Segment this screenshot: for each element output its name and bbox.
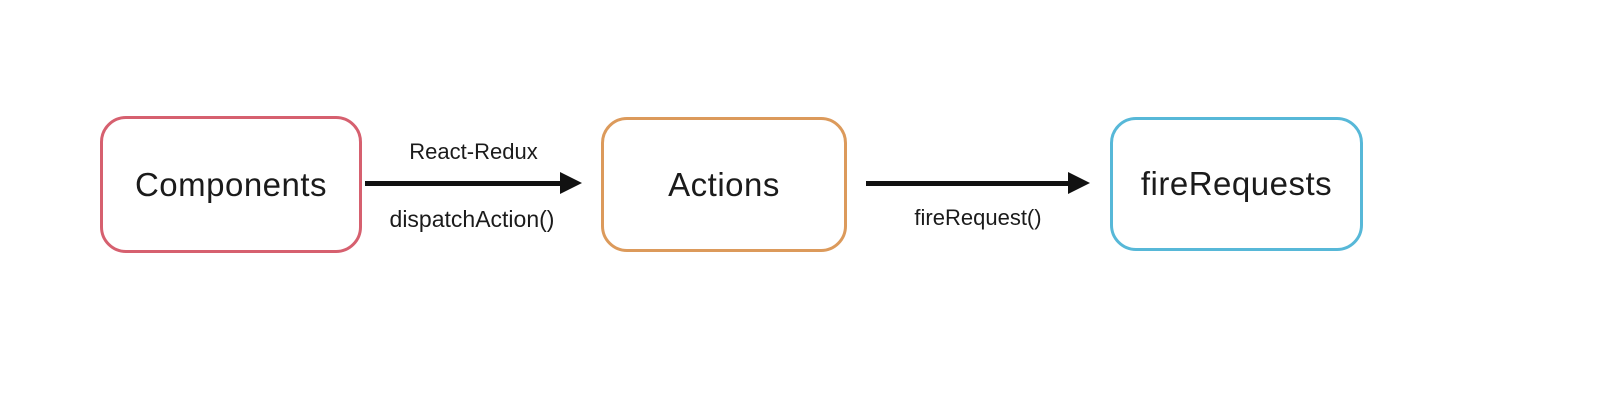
node-components: Components — [100, 116, 362, 253]
node-actions: Actions — [601, 117, 847, 252]
node-components-label: Components — [134, 165, 328, 203]
arrow1-line — [365, 181, 561, 186]
node-firerequests-label: fireRequests — [1140, 165, 1333, 202]
node-actions-label: Actions — [668, 165, 780, 203]
edge1-label-below: dispatchAction() — [389, 206, 555, 232]
node-firerequests: fireRequests — [1110, 117, 1363, 251]
arrow2-right-arrowhead-icon — [1068, 172, 1090, 194]
edge1-label-above: React-Redux — [409, 139, 538, 164]
edge2-label-below: fireRequest() — [914, 205, 1042, 230]
arrow1-right-arrowhead-icon — [560, 172, 582, 194]
arrow2-line — [866, 181, 1068, 186]
